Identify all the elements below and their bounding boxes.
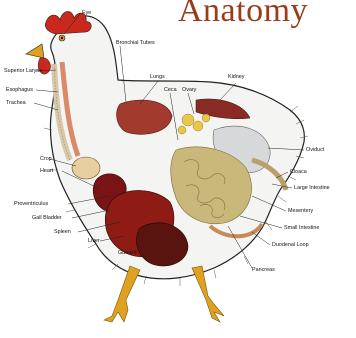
label-duodenal-loop: Duodenal Loop <box>272 242 309 248</box>
label-heart: Heart <box>40 168 53 174</box>
label-eye: Eye <box>82 10 91 16</box>
label-liver: Liver <box>88 238 100 244</box>
label-esophagus: Esophagus <box>6 87 33 93</box>
label-large-intestine: Large Intestine <box>294 185 330 191</box>
label-mesentery: Mesentery <box>288 208 313 214</box>
label-lungs: Lungs <box>150 74 165 80</box>
label-cloaca: Cloaca <box>290 169 307 175</box>
label-ceca: Ceca <box>164 87 177 93</box>
label-gall-bladder: Gall Bladder <box>32 215 62 221</box>
label-crop: Crop <box>40 156 52 162</box>
label-kidney: Kidney <box>228 74 244 80</box>
label-gizzard: Gizzard <box>118 250 137 256</box>
label-bronchial-tubes: Bronchial Tubes <box>116 40 155 46</box>
label-trachea: Trachea <box>6 100 26 106</box>
label-pancreas: Pancreas <box>252 267 275 273</box>
label-superior-larynx: Superior Larynx <box>4 68 42 74</box>
label-spleen: Spleen <box>54 229 71 235</box>
diagram-title: Anatomy <box>178 0 308 30</box>
crop-organ <box>72 157 100 179</box>
label-oviduct: Oviduct <box>306 147 324 153</box>
label-ovary: Ovary <box>182 87 196 93</box>
label-small-intestine: Small Intestine <box>284 225 319 231</box>
label-proventriculus: Proventriculus <box>14 201 48 207</box>
beak <box>26 44 44 58</box>
